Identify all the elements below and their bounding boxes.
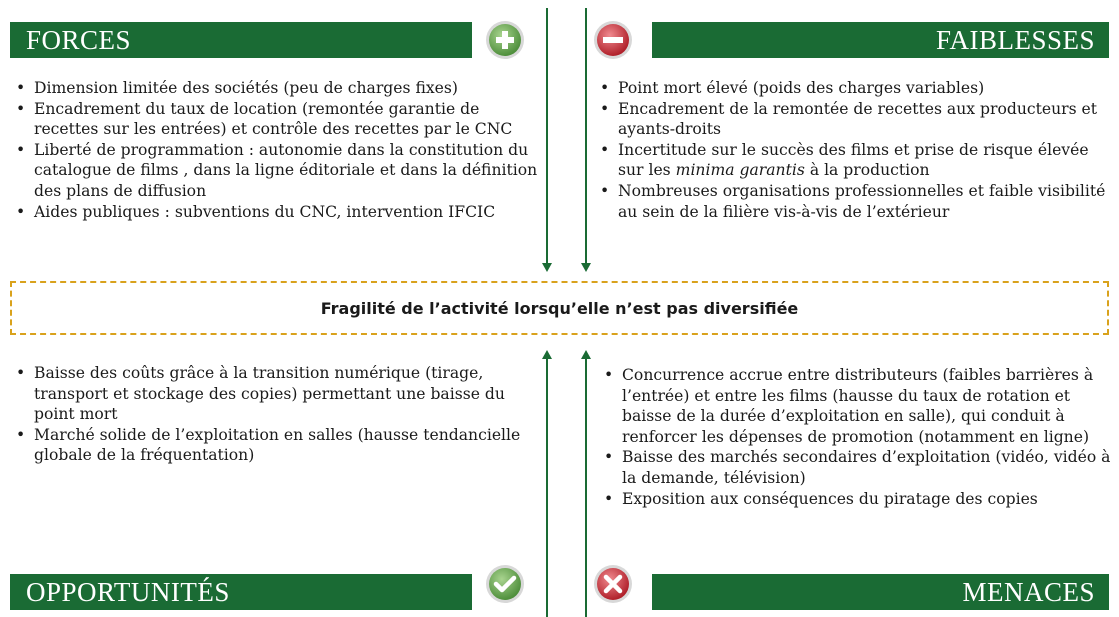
faiblesses-title: FAIBLESSES xyxy=(935,25,1095,55)
minus-icon xyxy=(593,20,633,60)
menaces-list: Concurrence accrue entre distributeurs (… xyxy=(600,365,1112,509)
list-item: Point mort élevé (poids des charges vari… xyxy=(596,78,1111,99)
faiblesses-banner: FAIBLESSES xyxy=(652,22,1109,58)
list-item: Encadrement du taux de location (remonté… xyxy=(12,99,540,140)
center-text: Fragilité de l’activité lorsqu’elle n’es… xyxy=(320,298,799,318)
list-item: Incertitude sur le succès des films et p… xyxy=(596,140,1111,181)
opportunites-title: OPPORTUNITÉS xyxy=(26,577,230,607)
forces-list: Dimension limitée des sociétés (peu de c… xyxy=(12,78,540,222)
list-item-tail: à la production xyxy=(809,161,930,180)
center-box: Fragilité de l’activité lorsqu’elle n’es… xyxy=(10,281,1109,335)
forces-arrow xyxy=(542,263,552,272)
forces-banner: FORCES xyxy=(10,22,472,58)
list-item: Baisse des marchés secondaires d’exploit… xyxy=(600,447,1112,488)
menaces-connector-line xyxy=(585,357,587,617)
check-icon xyxy=(485,564,525,604)
list-item: Aides publiques : subventions du CNC, in… xyxy=(12,202,540,223)
list-item-italic: minima garantis xyxy=(675,161,805,180)
menaces-title: MENACES xyxy=(962,577,1095,607)
cross-icon xyxy=(593,564,633,604)
list-item: Exposition aux conséquences du piratage … xyxy=(600,489,1112,510)
opportunites-connector-line xyxy=(546,357,548,617)
list-item: Concurrence accrue entre distributeurs (… xyxy=(600,365,1112,447)
faiblesses-list: Point mort élevé (poids des charges vari… xyxy=(596,78,1111,222)
list-item-text: Incertitude sur le succès des films et p… xyxy=(618,140,1089,180)
menaces-arrow xyxy=(581,350,591,359)
list-item: Encadrement de la remontée de recettes a… xyxy=(596,99,1111,140)
list-item: Nombreuses organisations professionnelle… xyxy=(596,181,1111,222)
opportunites-banner: OPPORTUNITÉS xyxy=(10,574,472,610)
opportunites-list: Baisse des coûts grâce à la transition n… xyxy=(12,363,540,466)
list-item: Marché solide de l’exploitation en salle… xyxy=(12,425,540,466)
forces-connector-line xyxy=(546,8,548,270)
list-item: Baisse des coûts grâce à la transition n… xyxy=(12,363,540,425)
opportunites-arrow xyxy=(542,350,552,359)
list-item: Dimension limitée des sociétés (peu de c… xyxy=(12,78,540,99)
list-item: Liberté de programmation : autonomie dan… xyxy=(12,140,540,202)
forces-title: FORCES xyxy=(26,25,132,55)
menaces-banner: MENACES xyxy=(652,574,1109,610)
faiblesses-connector-line xyxy=(585,8,587,270)
faiblesses-arrow xyxy=(581,263,591,272)
plus-icon xyxy=(485,20,525,60)
